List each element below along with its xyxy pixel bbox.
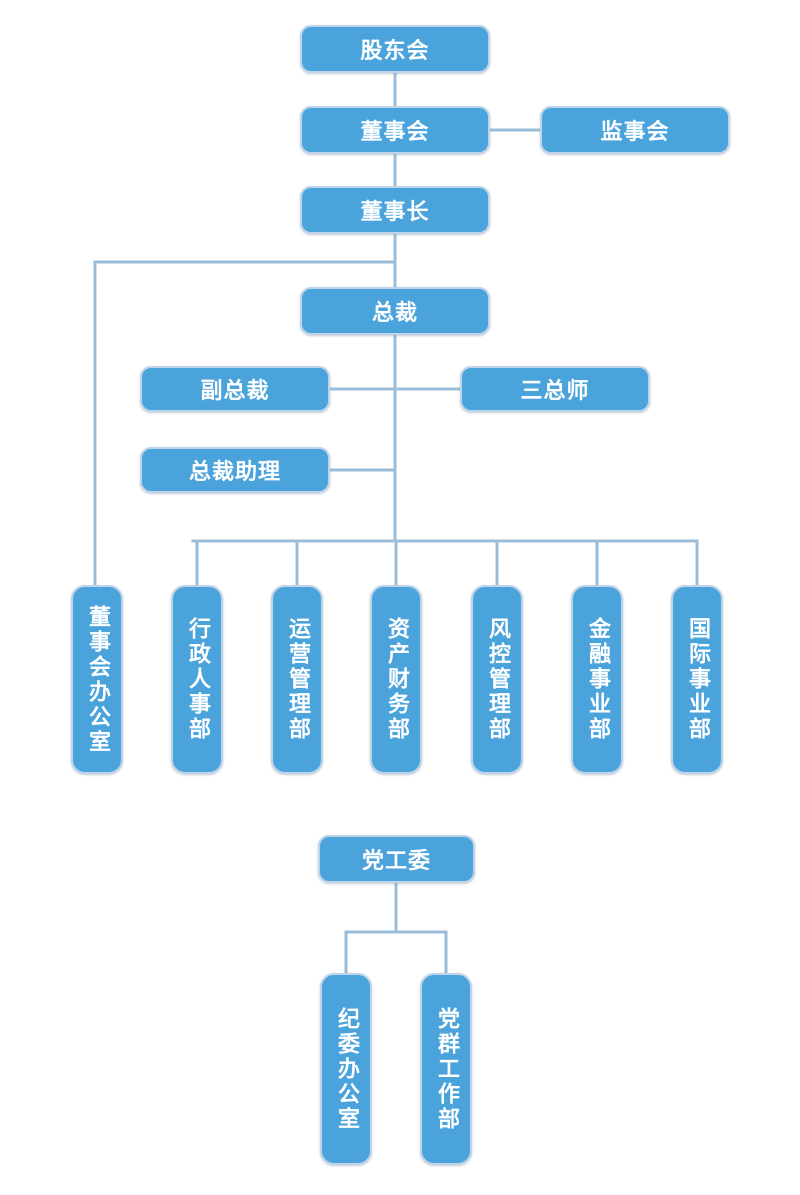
node-operations-dept[interactable]: 运营管理部 — [271, 585, 323, 774]
node-board[interactable]: 董事会 — [300, 106, 490, 154]
node-label-finance-dept: 资产财务部 — [384, 617, 409, 742]
node-finance-dept[interactable]: 资产财务部 — [370, 585, 422, 774]
node-label-party-work-dept: 党群工作部 — [434, 1006, 459, 1132]
node-president[interactable]: 总裁 — [300, 287, 490, 335]
node-supervisors[interactable]: 监事会 — [540, 106, 730, 154]
node-label-discipline-office: 纪委办公室 — [334, 1006, 359, 1132]
node-label-president-assistant: 总裁助理 — [188, 460, 281, 485]
node-label-risk-dept: 风控管理部 — [485, 617, 510, 742]
node-admin-hr-dept[interactable]: 行政人事部 — [171, 585, 223, 774]
node-discipline-office[interactable]: 纪委办公室 — [320, 973, 372, 1165]
node-label-president: 总裁 — [371, 301, 418, 326]
node-three-chiefs[interactable]: 三总师 — [460, 366, 650, 412]
node-label-operations-dept: 运营管理部 — [285, 617, 310, 742]
node-label-admin-hr-dept: 行政人事部 — [185, 617, 210, 742]
node-finance-business[interactable]: 金融事业部 — [571, 585, 623, 774]
node-vice-president[interactable]: 副总裁 — [140, 366, 330, 412]
node-chairman[interactable]: 董事长 — [300, 186, 490, 234]
node-shareholders[interactable]: 股东会 — [300, 25, 490, 73]
node-board-office[interactable]: 董事会办公室 — [71, 585, 123, 774]
node-international[interactable]: 国际事业部 — [671, 585, 723, 774]
node-label-finance-business: 金融事业部 — [585, 617, 610, 742]
node-label-chairman: 董事长 — [360, 200, 430, 225]
node-party-committee[interactable]: 党工委 — [318, 835, 475, 883]
node-party-work-dept[interactable]: 党群工作部 — [420, 973, 472, 1165]
node-label-shareholders: 股东会 — [360, 39, 430, 64]
node-label-board-office: 董事会办公室 — [85, 604, 110, 755]
node-label-vice-president: 副总裁 — [200, 379, 270, 404]
node-label-party-committee: 党工委 — [361, 849, 431, 874]
node-label-board: 董事会 — [360, 120, 430, 145]
node-label-international: 国际事业部 — [685, 617, 710, 742]
node-label-supervisors: 监事会 — [600, 120, 670, 145]
node-label-three-chiefs: 三总师 — [520, 379, 590, 404]
node-president-assistant[interactable]: 总裁助理 — [140, 447, 330, 493]
node-risk-dept[interactable]: 风控管理部 — [471, 585, 523, 774]
